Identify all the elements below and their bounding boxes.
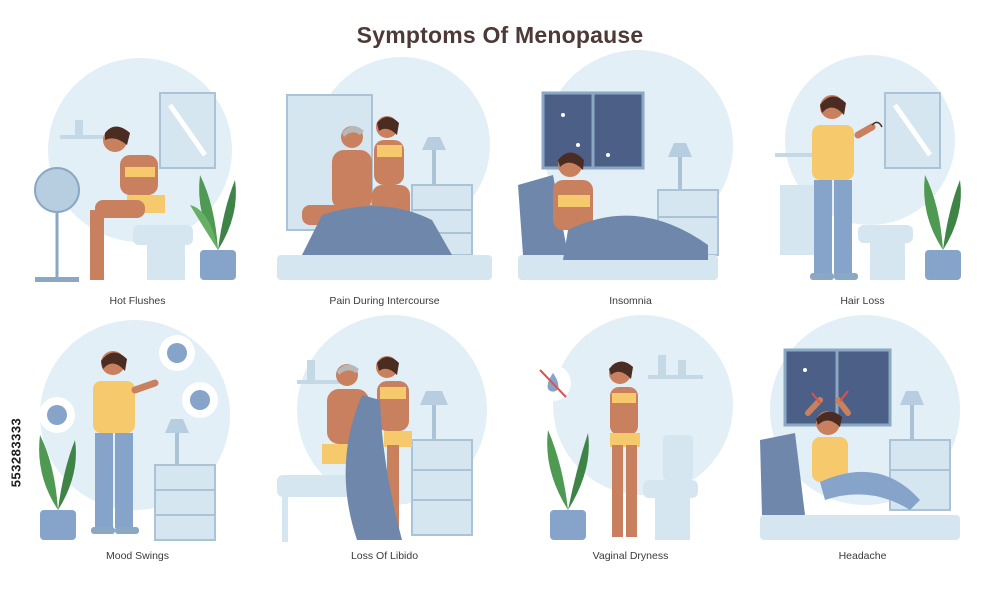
panel-mood-swings: Mood Swings (15, 305, 260, 575)
panel-pain-during-intercourse: Pain During Intercourse (262, 45, 507, 315)
stock-id-watermark: 553283333 (4, 355, 26, 555)
panel-loss-of-libido: Loss Of Libido (262, 305, 507, 575)
mood-swings-label: Mood Swings (105, 550, 170, 562)
stock-id-text: 553283333 (8, 417, 24, 488)
insomnia-label: Insomnia (609, 295, 652, 307)
headache-illustration (760, 315, 960, 540)
pain-during-intercourse-illustration (277, 57, 492, 280)
insomnia-illustration (518, 50, 733, 280)
hair-loss-illustration (775, 55, 961, 280)
loss-of-libido-illustration (277, 315, 487, 542)
headache-label: Headache (838, 550, 887, 562)
vaginal-dryness-illustration (535, 315, 733, 540)
hot-flushes-illustration (34, 58, 236, 282)
hot-flushes-label: Hot Flushes (109, 295, 166, 307)
vaginal-dryness-label: Vaginal Dryness (592, 550, 669, 562)
page-title: Symptoms Of Menopause (356, 22, 644, 48)
loss-of-libido-label: Loss Of Libido (350, 550, 419, 562)
panel-headache: Headache (740, 305, 985, 575)
pain-during-intercourse-label: Pain During Intercourse (329, 295, 440, 307)
panel-hair-loss: Hair Loss (740, 45, 985, 315)
panel-insomnia: Insomnia (508, 45, 753, 315)
mood-swings-illustration (39, 320, 230, 541)
panel-hot-flushes: Hot Flushes (15, 45, 260, 315)
hair-loss-label: Hair Loss (840, 295, 885, 307)
panel-vaginal-dryness: Vaginal Dryness (508, 305, 753, 575)
